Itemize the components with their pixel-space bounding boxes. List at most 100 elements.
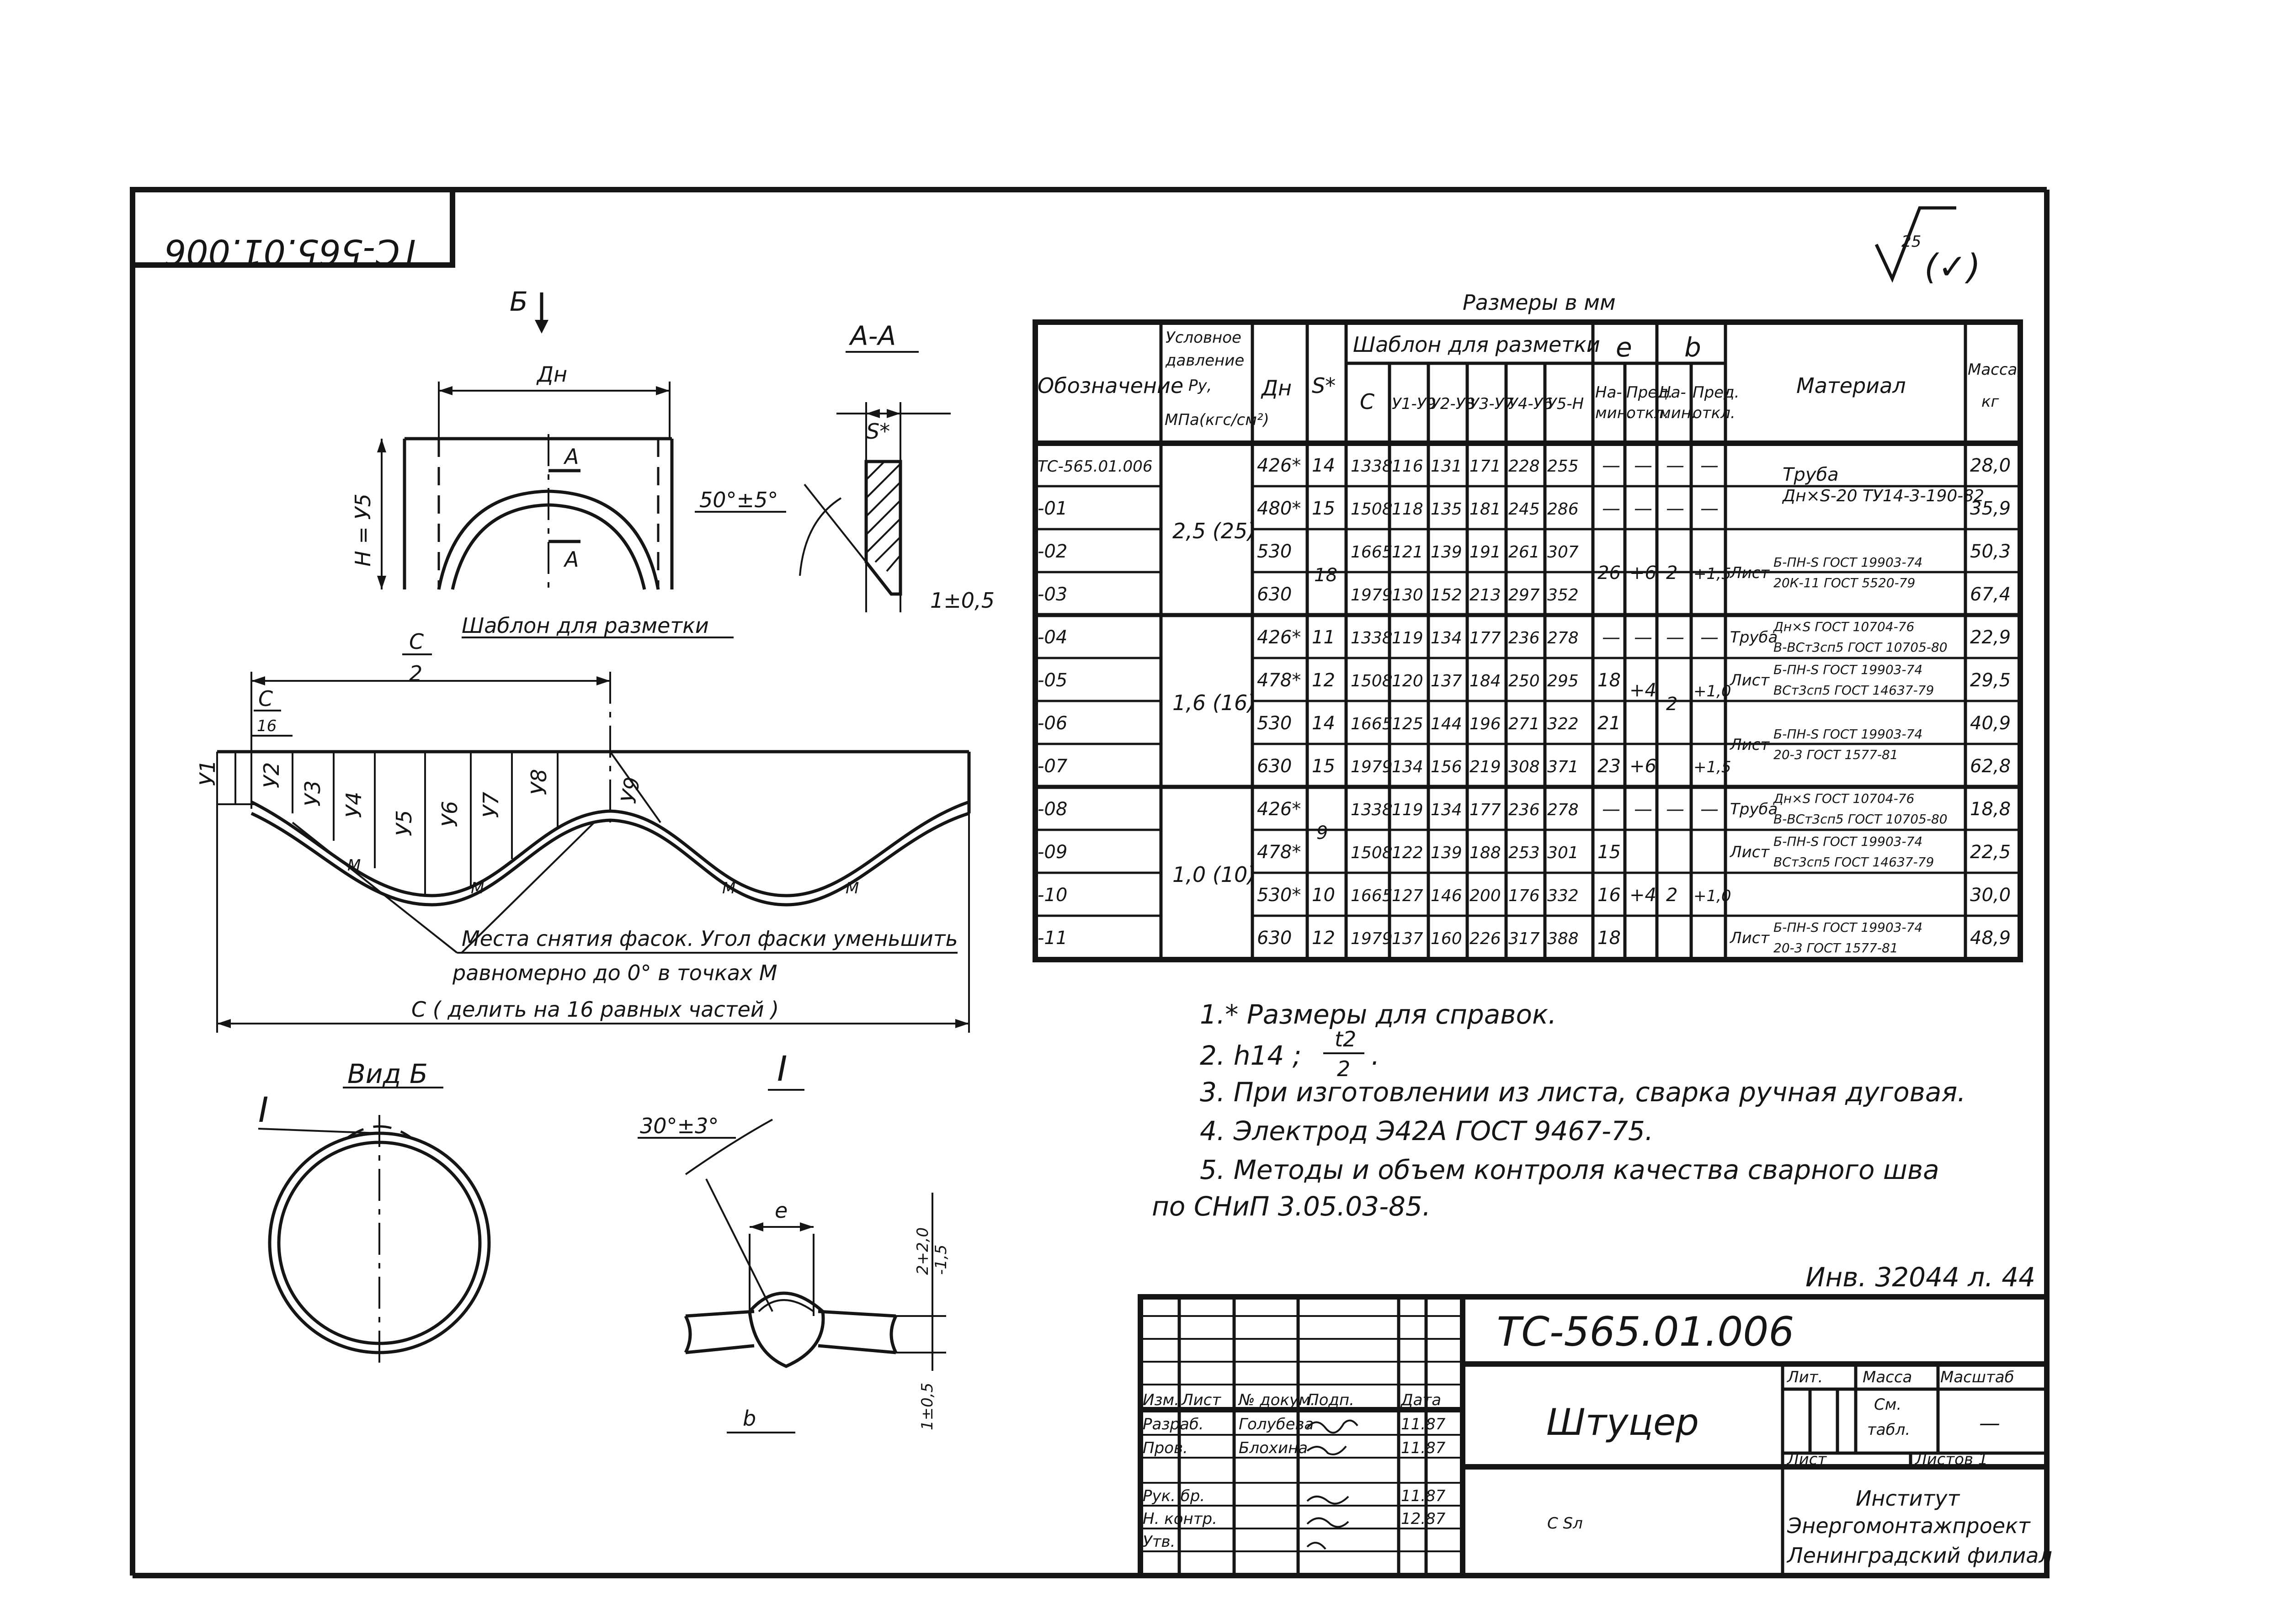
- cell-dash-0: —: [1602, 627, 1620, 648]
- cell-mass: 22,5: [1970, 842, 2011, 863]
- th-template: Шаблон для разметки: [1353, 332, 1600, 357]
- cell-b-2b: 2: [1666, 694, 1677, 715]
- th-y-4: У4-У6: [1508, 395, 1553, 413]
- cell-designation: -05: [1038, 670, 1067, 691]
- cell-dash-0: —: [1602, 498, 1620, 519]
- th-e-nom-2: мин.: [1595, 404, 1632, 422]
- dev-m-3: М: [722, 879, 735, 897]
- cell-template-4: 120: [1392, 672, 1423, 690]
- cell-material-prefix-3: Лист: [1729, 671, 1770, 690]
- cell-template-8: 278: [1547, 801, 1579, 819]
- tb-name: Штуцер: [1546, 1401, 1699, 1444]
- cell-template-6: 188: [1469, 844, 1501, 862]
- cell-designation: -10: [1038, 885, 1067, 906]
- cell-dn: 426*: [1257, 627, 1301, 648]
- cell-template-6: 184: [1469, 672, 1501, 690]
- cell-dn: 480*: [1257, 498, 1301, 519]
- cell-template-6: 226: [1469, 929, 1501, 948]
- tb-signature-scribbles: [1306, 1419, 1358, 1550]
- cell-mass: 30,0: [1970, 885, 2011, 906]
- cell-template-8: 371: [1547, 758, 1579, 776]
- cell-s-merged-2: 9: [1316, 823, 1328, 844]
- th-pressure-2: давление: [1165, 351, 1244, 370]
- cell-b-dev-10b: +1,0: [1693, 887, 1731, 905]
- cell-designation: -11: [1038, 928, 1067, 949]
- dev-note-line1: Места снятия фасок. Угол фаски уменьшить: [462, 926, 958, 951]
- cell-template-7: 271: [1508, 715, 1540, 733]
- cell-template-7: 261: [1508, 543, 1540, 562]
- cell-template-3: 1508: [1351, 672, 1393, 690]
- title-block: Изм. Лист № докум. Подп. Дата Разраб. Го…: [1138, 1294, 2052, 1578]
- cell-material-top-7: Б-ПН-S ГОСТ 19903-74: [1773, 920, 1922, 935]
- cell-template-3: 1338: [1351, 801, 1393, 819]
- cell-material-bottom-5: В-ВСт3сп5 ГОСТ 10705-80: [1773, 812, 1948, 827]
- cell-material-bottom-6: ВСт3сп5 ГОСТ 14637-79: [1773, 854, 1934, 870]
- dev-m-2: М: [471, 879, 484, 897]
- th-b-nom-1: На-: [1659, 383, 1686, 402]
- cell-designation: ТС-565.01.006: [1038, 457, 1152, 476]
- cell-dn: 630: [1257, 928, 1292, 949]
- detail-weld: I 30°±3° е 2+2,0 -1,5 1±0,5 b: [638, 1048, 950, 1433]
- tb-faint-text: С Sл: [1547, 1514, 1583, 1533]
- cell-e-dev-6b: +6: [1629, 756, 1656, 777]
- note-6: по СНиП 3.05.03-85.: [1152, 1191, 1431, 1222]
- dev-c-total: С ( делить на 16 равных частей ): [411, 997, 779, 1022]
- tb-date-4: 12.87: [1401, 1510, 1446, 1528]
- cell-template-3: 1665: [1351, 886, 1393, 905]
- th-b: b: [1684, 332, 1701, 363]
- th-y-1: У1-У9: [1392, 395, 1436, 413]
- cell-e-16: 16: [1597, 885, 1621, 906]
- section-thickness: S*: [866, 419, 890, 444]
- section-cut-letter-bottom: А: [563, 547, 579, 572]
- cell-template-3: 1665: [1351, 715, 1393, 733]
- cell-e-dev-4: +4: [1629, 680, 1656, 701]
- inventory-number: Инв. 32044 л. 44: [1805, 1262, 2035, 1293]
- notes: 1.* Размеры для справок. 2. h14 ; t2 2 .…: [1152, 999, 1966, 1222]
- cell-dn: 478*: [1257, 670, 1301, 691]
- cell-s: 15: [1312, 498, 1335, 519]
- tb-col-list: Лист: [1181, 1391, 1221, 1409]
- cell-dash-1: —: [1634, 498, 1652, 519]
- dev-y4-label: У4: [341, 792, 366, 818]
- tb-name-0: Голубева: [1239, 1415, 1314, 1433]
- th-e-dev-1: Пред.: [1626, 383, 1673, 402]
- cell-mass: 50,3: [1970, 541, 2011, 562]
- note-2-period: .: [1371, 1040, 1379, 1071]
- detail-mark-left: I: [258, 1089, 268, 1130]
- cell-template-3: 1508: [1351, 500, 1393, 519]
- cell-material-prefix-6: Лист: [1729, 843, 1770, 861]
- cell-template-5: 134: [1431, 629, 1462, 647]
- cell-b-dev-15b: +1,5: [1693, 758, 1731, 776]
- th-y-2: У2-У8: [1431, 395, 1475, 413]
- cell-template-8: 388: [1547, 929, 1579, 948]
- cell-dn: 426*: [1257, 799, 1301, 820]
- th-mass-2: кг: [1981, 393, 2000, 411]
- cell-dash-2: —: [1666, 455, 1684, 476]
- cell-s: 12: [1312, 928, 1335, 949]
- note-5: 5. Методы и объем контроля качества свар…: [1200, 1154, 1939, 1185]
- th-mass-1: Масса,: [1968, 361, 2022, 379]
- cell-template-5: 146: [1431, 886, 1462, 905]
- cell-template-8: 278: [1547, 629, 1579, 647]
- cell-b-dev-15: +1,5: [1693, 565, 1731, 583]
- cell-material-bottom-0: Дн×S-20 ТУ14-3-190-82: [1782, 487, 1984, 505]
- cell-template-4: 134: [1392, 758, 1423, 776]
- cell-dn: 630: [1257, 756, 1292, 777]
- template-development: С 2 С 16 У1 У2 У3 У4 У5 У6 У7: [195, 629, 971, 1033]
- dev-m-4: М: [846, 879, 859, 897]
- cell-template-7: 308: [1508, 758, 1540, 776]
- cell-e-dev-6: +6: [1629, 563, 1656, 584]
- cell-mass: 28,0: [1970, 455, 2011, 476]
- section-cut-letter-top: А: [563, 444, 579, 469]
- cell-dash-3: —: [1700, 627, 1719, 648]
- cell-template-7: 236: [1508, 801, 1540, 819]
- cell-template-6: 181: [1469, 500, 1501, 519]
- tb-org-3: Ленинградский филиал: [1786, 1543, 2052, 1568]
- th-y-5: У5-Н: [1547, 395, 1584, 413]
- size-table: Размеры в мм Обозначение Условное давлен…: [1033, 290, 2023, 962]
- cell-template-7: 317: [1508, 929, 1540, 948]
- cell-template-7: 245: [1508, 500, 1540, 519]
- cell-pressure-3: 1,0 (10): [1172, 862, 1256, 887]
- cell-template-6: 196: [1469, 715, 1501, 733]
